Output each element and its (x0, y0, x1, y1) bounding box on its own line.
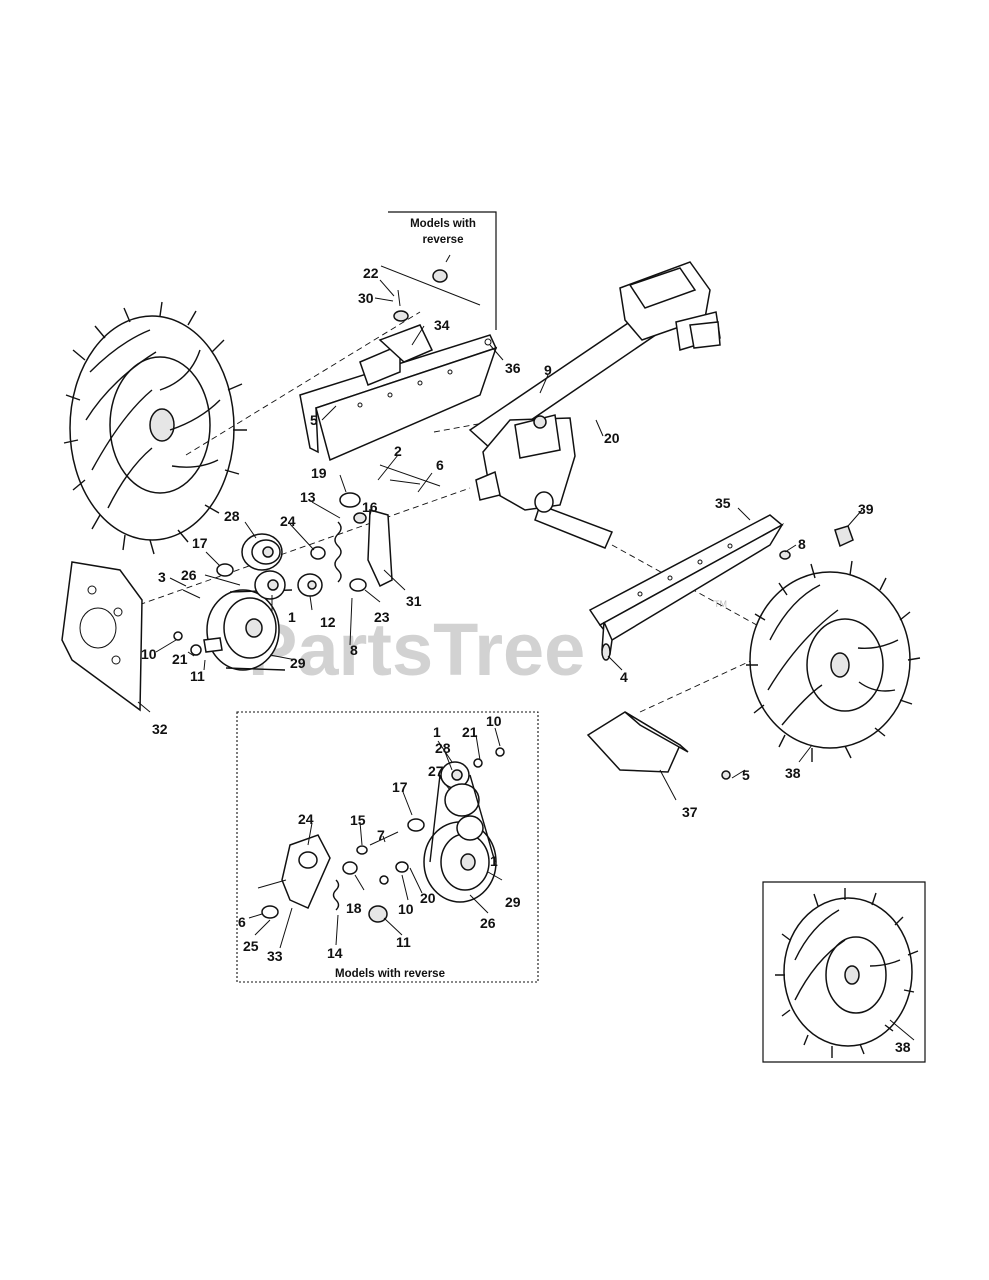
callout-34: 34 (434, 317, 450, 333)
axle-line-left (185, 311, 421, 456)
callout-r11: 11 (396, 934, 411, 950)
callout-r1: 1 (433, 724, 441, 740)
callout-r20: 20 (420, 890, 436, 906)
callout-36: 36 (505, 360, 521, 376)
callout-38: 38 (785, 765, 801, 781)
reverse-top-line2: reverse (423, 234, 464, 246)
shield (586, 711, 731, 780)
callout-r26: 26 (480, 915, 496, 931)
tire-inset-box (762, 881, 926, 1063)
callout-28: 28 (224, 508, 240, 524)
callout-1: 1 (288, 609, 296, 625)
watermark-text: PartsTree (248, 608, 585, 691)
callout-13: 13 (300, 489, 316, 505)
callout-39: 39 (858, 501, 874, 517)
callout-r10b: 10 (398, 901, 414, 917)
drive-pulley-assembly (173, 533, 326, 671)
callout-r28: 28 (435, 740, 451, 756)
callout-37: 37 (682, 804, 698, 820)
callout-r33: 33 (267, 948, 283, 964)
valve-cap (834, 525, 854, 548)
tire-right (746, 560, 921, 762)
callout-5b: 5 (742, 767, 750, 783)
callout-32: 32 (152, 721, 168, 737)
callout-r14: 14 (327, 945, 343, 961)
callout-8: 8 (350, 642, 358, 658)
callout-24: 24 (280, 513, 296, 529)
idler-arm (334, 464, 441, 592)
callout-r6: 6 (238, 914, 246, 930)
callout-22: 22 (363, 265, 379, 281)
callout-r27: 27 (428, 763, 444, 779)
callout-29: 29 (290, 655, 306, 671)
callouts: 22 30 34 36 5 9 20 2 6 19 13 16 28 24 17… (141, 265, 911, 1055)
callout-9: 9 (544, 362, 552, 378)
shield-line (639, 651, 771, 713)
callout-3: 3 (158, 569, 166, 585)
tire-left (63, 301, 247, 555)
callout-12: 12 (320, 614, 336, 630)
callout-31: 31 (406, 593, 422, 609)
callout-35: 35 (715, 495, 731, 511)
callout-r10: 10 (486, 713, 502, 729)
callout-30: 30 (358, 290, 374, 306)
callout-19: 19 (311, 465, 327, 481)
callout-r7: 7 (377, 827, 385, 843)
leader-lines (137, 279, 915, 1041)
frame-bracket-right (588, 514, 791, 661)
callout-6: 6 (436, 457, 444, 473)
frame-bracket-upper (299, 334, 498, 462)
watermark-trademark: TM (714, 599, 727, 609)
callout-2: 2 (394, 443, 402, 459)
callout-23: 23 (374, 609, 390, 625)
callout-17: 17 (192, 535, 208, 551)
callout-inset-38: 38 (895, 1039, 911, 1055)
reverse-box-bottom: Models with reverse (236, 711, 539, 983)
reverse-bottom-title: Models with reverse (335, 968, 445, 980)
transmission-axle (468, 261, 721, 549)
callout-8b: 8 (798, 536, 806, 552)
callout-20: 20 (604, 430, 620, 446)
callout-10: 10 (141, 646, 157, 662)
callout-r1b: 1 (490, 853, 498, 869)
callout-5: 5 (310, 412, 318, 428)
callout-r21: 21 (462, 724, 478, 740)
callout-r17: 17 (392, 779, 408, 795)
callout-r18: 18 (346, 900, 362, 916)
callout-26: 26 (181, 567, 197, 583)
reverse-box-top: Models with reverse (378, 211, 497, 363)
belt-cover (61, 561, 143, 712)
callout-r29: 29 (505, 894, 521, 910)
callout-r25: 25 (243, 938, 259, 954)
reverse-top-line1: Models with (410, 218, 476, 230)
callout-11: 11 (190, 668, 205, 684)
callout-21: 21 (172, 651, 188, 667)
pulley-line (129, 487, 471, 609)
callout-r24: 24 (298, 811, 314, 827)
callout-4: 4 (620, 669, 628, 685)
callout-r15: 15 (350, 812, 366, 828)
callout-16: 16 (362, 499, 378, 515)
